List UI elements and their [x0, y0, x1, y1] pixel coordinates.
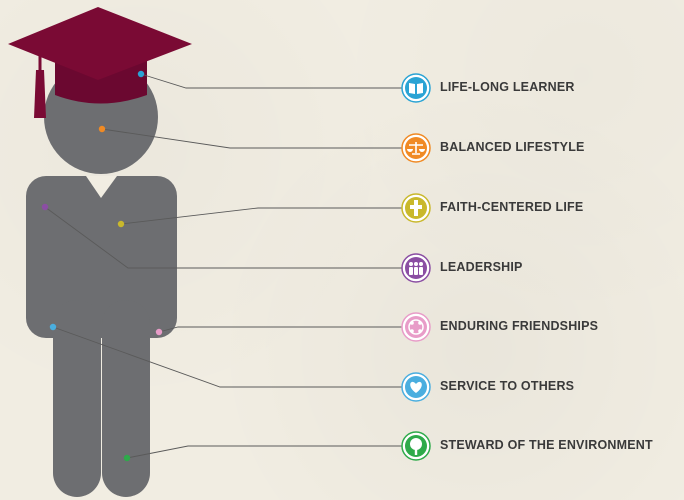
cap-board — [8, 7, 192, 80]
tree-trunk-glyph — [414, 448, 418, 455]
attribute-icons — [401, 73, 431, 461]
icon-badge — [405, 77, 427, 99]
anchor-dot — [98, 125, 106, 133]
connector-line — [158, 326, 402, 333]
graduate-figure — [26, 60, 177, 497]
scales-pans — [407, 149, 425, 152]
attribute-label-friendships: ENDURING FRIENDSHIPS — [440, 319, 599, 333]
connector-line — [101, 128, 402, 149]
attribute-label-steward: STEWARD OF THE ENVIRONMENT — [440, 438, 653, 452]
scales-icon — [401, 133, 431, 163]
connector-line — [120, 207, 402, 225]
anchor-dot — [123, 454, 131, 462]
figure-collar — [86, 176, 117, 198]
connector-line — [140, 73, 402, 89]
figure-torso — [26, 176, 177, 338]
anchor-dot — [117, 220, 125, 228]
book-icon — [401, 73, 431, 103]
person-body-glyph — [414, 267, 418, 275]
attribute-label-service: SERVICE TO OTHERS — [440, 379, 575, 393]
anchor-dot — [49, 323, 57, 331]
connectors — [44, 73, 402, 459]
attribute-label-leadership: LEADERSHIP — [440, 260, 523, 274]
friend-dot-glyph — [410, 329, 414, 333]
tree-icon — [401, 431, 431, 461]
friend-dot-glyph — [418, 329, 422, 333]
scales-glyph — [409, 142, 423, 155]
friend-dot-glyph — [418, 321, 422, 325]
connector-line — [126, 445, 402, 459]
attribute-label-faith: FAITH-CENTERED LIFE — [440, 200, 584, 214]
connector-line — [52, 326, 402, 388]
figure-right-leg — [102, 300, 150, 497]
heart-hands-icon — [401, 372, 431, 402]
person-head-glyph — [409, 262, 413, 266]
connector-line — [44, 206, 402, 269]
icon-badge — [405, 316, 427, 338]
anchor-dot — [137, 70, 145, 78]
anchor-dots — [41, 70, 163, 462]
graduation-cap-icon — [8, 7, 192, 118]
friend-dot-glyph — [410, 321, 414, 325]
cross-icon — [401, 193, 431, 223]
figure-left-leg — [53, 300, 101, 497]
cross-glyph — [410, 200, 422, 216]
person-head-glyph — [419, 262, 423, 266]
person-head-glyph — [414, 262, 418, 266]
attribute-label-learner: LIFE-LONG LEARNER — [440, 80, 575, 94]
person-body-glyph — [419, 267, 423, 275]
attribute-label-balanced: BALANCED LIFESTYLE — [440, 140, 585, 154]
cap-tassel — [34, 70, 46, 118]
people-icon — [401, 253, 431, 283]
person-body-glyph — [409, 267, 413, 275]
tree-crown-glyph — [410, 438, 422, 450]
anchor-dot — [41, 203, 49, 211]
book-glyph — [409, 83, 423, 94]
friends-ring-glyph — [408, 319, 424, 335]
anchor-dot — [155, 328, 163, 336]
heart-glyph — [410, 381, 422, 393]
friends-icon — [401, 312, 431, 342]
